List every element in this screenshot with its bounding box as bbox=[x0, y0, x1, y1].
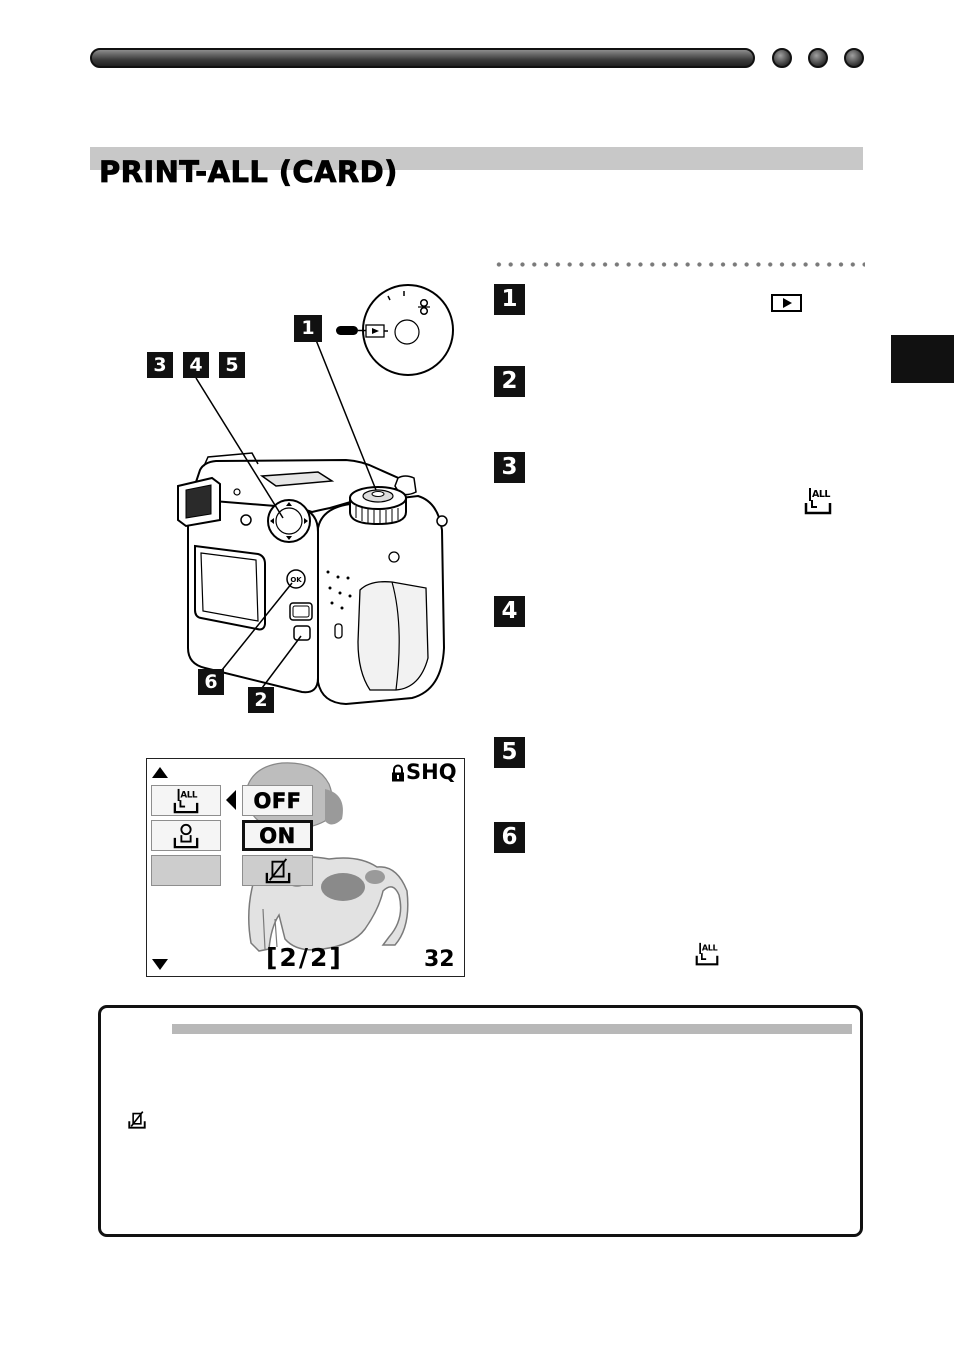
section-title: PRINT-ALL (CARD) bbox=[99, 155, 398, 190]
callout-5: 5 bbox=[219, 352, 245, 378]
step-2-badge: 2 bbox=[494, 366, 525, 397]
dial-indicator bbox=[336, 326, 358, 335]
print-icon bbox=[173, 823, 199, 848]
note-heading-bar bbox=[172, 1024, 852, 1034]
camera-body bbox=[177, 452, 448, 706]
selection-arrow-icon bbox=[226, 790, 236, 810]
step-5-badge: 5 bbox=[494, 737, 525, 768]
header-rule bbox=[90, 48, 755, 68]
step-3-badge: 3 bbox=[494, 452, 525, 483]
leader-lines bbox=[195, 339, 377, 689]
speaker-grille bbox=[326, 570, 352, 610]
print-cancel-icon bbox=[128, 1111, 146, 1129]
camera-button bbox=[293, 625, 311, 641]
chapter-tab bbox=[891, 335, 954, 383]
menu-print-all: ALL bbox=[151, 785, 221, 816]
quality-mode: SHQ bbox=[406, 760, 457, 784]
print-all-text: ALL bbox=[702, 943, 718, 953]
top-display bbox=[259, 471, 335, 487]
step-6-badge: 6 bbox=[494, 822, 525, 853]
print-all-icon: ALL bbox=[804, 488, 832, 515]
page-indicator: [2/2] bbox=[266, 943, 343, 972]
mode-dial-closeup bbox=[336, 284, 454, 376]
option-on: ON bbox=[242, 820, 313, 851]
option-cancel bbox=[242, 855, 313, 886]
scroll-up-arrow-icon bbox=[152, 767, 168, 778]
print-all-text: ALL bbox=[180, 790, 198, 800]
callout-3: 3 bbox=[147, 352, 173, 378]
lock-icon bbox=[392, 764, 404, 782]
play-mode-icon bbox=[771, 294, 802, 312]
header-dot bbox=[772, 48, 792, 68]
header-dot bbox=[808, 48, 828, 68]
step-1-badge: 1 bbox=[494, 284, 525, 315]
option-off-label: OFF bbox=[253, 788, 302, 813]
callout-6: 6 bbox=[198, 669, 224, 695]
print-all-icon: ALL bbox=[695, 943, 719, 966]
frames-remaining: 32 bbox=[424, 947, 455, 972]
scroll-down-arrow-icon bbox=[152, 959, 168, 970]
option-on-label: ON bbox=[259, 823, 296, 848]
menu-empty-slot bbox=[151, 855, 221, 886]
step-4-badge: 4 bbox=[494, 596, 525, 627]
camera-diagram: OK bbox=[177, 284, 454, 706]
section-band bbox=[90, 147, 863, 170]
callout-1: 1 bbox=[294, 315, 322, 342]
note-box bbox=[98, 1005, 863, 1237]
lcd-screen: SHQ ALL OFF ON [2/2] 32 bbox=[146, 758, 465, 977]
print-cancel-icon bbox=[265, 857, 290, 883]
print-all-icon: ALL bbox=[173, 788, 198, 813]
menu-print bbox=[151, 820, 221, 851]
ok-button-label: OK bbox=[290, 576, 302, 584]
option-off: OFF bbox=[242, 785, 313, 816]
header-dot bbox=[844, 48, 864, 68]
callout-4: 4 bbox=[183, 352, 209, 378]
dotted-divider bbox=[493, 262, 865, 267]
print-all-text: ALL bbox=[812, 489, 830, 500]
callout-2: 2 bbox=[248, 687, 274, 713]
